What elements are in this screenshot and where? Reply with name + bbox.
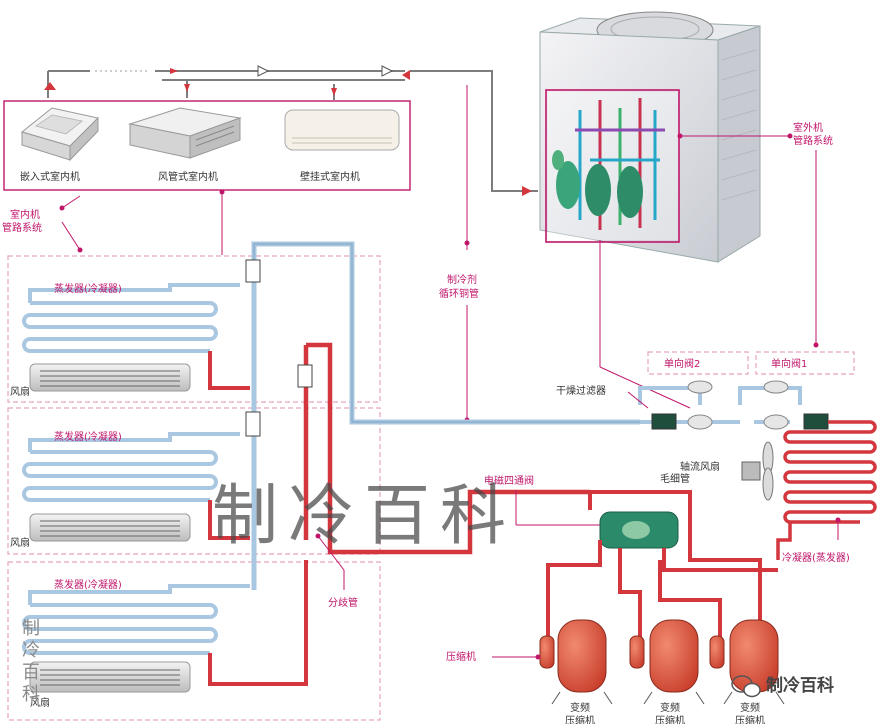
svg-text:冷: 冷 xyxy=(22,640,40,661)
branch-joint-icon xyxy=(245,411,261,437)
valve-boxes xyxy=(647,351,855,375)
inverter-label-3: 变频 xyxy=(740,701,760,714)
indoor-piping-label-1: 室内机 xyxy=(10,208,40,221)
branch-joint-icon xyxy=(245,259,261,283)
copper-pipe-label-2: 循环铜管 xyxy=(439,287,479,300)
copper-pipe-label-1: 制冷剂 xyxy=(447,273,477,286)
logo-text: 制冷百科 xyxy=(766,675,834,696)
compressors xyxy=(539,619,785,705)
branch-joint-icon xyxy=(297,364,313,388)
arrow-up-icon xyxy=(44,82,56,90)
arrow-right-icon xyxy=(170,68,178,74)
indoor-units-group: 嵌入式室内机 风管式室内机 壁挂式室内机 xyxy=(3,65,411,191)
drier-leader xyxy=(627,391,649,409)
compressor-1 xyxy=(539,619,613,705)
fan-label-2: 风扇 xyxy=(10,536,30,549)
wall-unit-label: 壁挂式室内机 xyxy=(300,170,360,183)
fan-label-3: 风扇 xyxy=(30,696,50,709)
arrow-down-icon xyxy=(331,88,337,96)
indoor-piping-label-2: 管路系统 xyxy=(2,221,42,234)
valve-triangle-icon xyxy=(257,65,270,77)
valve-triangle-icon xyxy=(381,65,394,77)
outdoor-compressors xyxy=(552,150,643,218)
inverter-label-3b: 压缩机 xyxy=(735,714,765,724)
cassette-label: 嵌入式室内机 xyxy=(20,170,80,183)
distributor-label: 分歧管 xyxy=(328,596,358,609)
compressor-label: 压缩机 xyxy=(446,650,476,663)
condenser-label: 冷凝器(蒸发器) xyxy=(782,551,850,564)
side-watermark: 制 冷 百 科 xyxy=(22,618,40,705)
arrow-down-icon xyxy=(184,84,190,92)
solenoid-valve-label: 电磁四通阀 xyxy=(484,474,534,487)
inverter-label-2b: 压缩机 xyxy=(655,714,685,724)
indoor-units-frame xyxy=(3,100,411,191)
check-valve-1-label: 单向阀1 xyxy=(771,357,807,370)
outdoor-piping-label-2: 管路系统 xyxy=(793,134,833,147)
four-way-valve-icon xyxy=(599,511,679,549)
evaporator-label-2: 蒸发器(冷凝器) xyxy=(54,430,122,443)
valve-components xyxy=(651,380,829,430)
check-valve-2-label: 单向阀2 xyxy=(664,357,700,370)
wechat-logo: 制冷百科 xyxy=(731,675,834,698)
duct-unit-label: 风管式室内机 xyxy=(158,170,218,183)
evaporator-label-3: 蒸发器(冷凝器) xyxy=(54,578,122,591)
evaporator-label-1: 蒸发器(冷凝器) xyxy=(54,282,122,295)
capillary-label: 毛细管 xyxy=(660,472,690,485)
duct-unit-image xyxy=(128,107,242,159)
arrow-left-icon xyxy=(402,70,410,80)
compressor-piping xyxy=(546,490,778,640)
inverter-label-1: 变频 xyxy=(570,701,590,714)
indoor-leader xyxy=(61,195,81,209)
axial-fan-icon xyxy=(741,441,774,501)
svg-text:百: 百 xyxy=(22,662,40,683)
arrow-right-icon xyxy=(522,186,532,196)
evaporator-coil-1 xyxy=(22,259,313,392)
outdoor-piping-frame xyxy=(545,89,680,243)
compressor-3 xyxy=(709,619,785,705)
svg-text:制: 制 xyxy=(22,618,40,639)
wall-unit-image xyxy=(284,109,400,151)
evaporator-boxes xyxy=(7,255,381,721)
cassette-unit-image xyxy=(20,107,100,162)
evaporator-coil-2 xyxy=(22,411,261,542)
chat-bubble-icon xyxy=(743,682,761,698)
axial-fan-label: 轴流风扇 xyxy=(680,460,720,473)
inverter-label-2: 变频 xyxy=(660,701,680,714)
evaporator-coil-3 xyxy=(22,584,250,693)
outdoor-connect-pipe xyxy=(410,70,538,192)
condenser-coil xyxy=(776,420,877,560)
fan-label-1: 风扇 xyxy=(10,385,30,398)
svg-text:科: 科 xyxy=(22,684,40,705)
drier-filter-label: 干燥过滤器 xyxy=(556,384,606,397)
distributor-leader xyxy=(317,535,345,571)
compressor-2 xyxy=(629,619,705,705)
inverter-label-1b: 压缩机 xyxy=(565,714,595,724)
outdoor-piping-label-1: 室外机 xyxy=(793,121,823,134)
watermark-text: 制冷百科 xyxy=(212,477,516,554)
outdoor-unit-image xyxy=(539,11,761,263)
